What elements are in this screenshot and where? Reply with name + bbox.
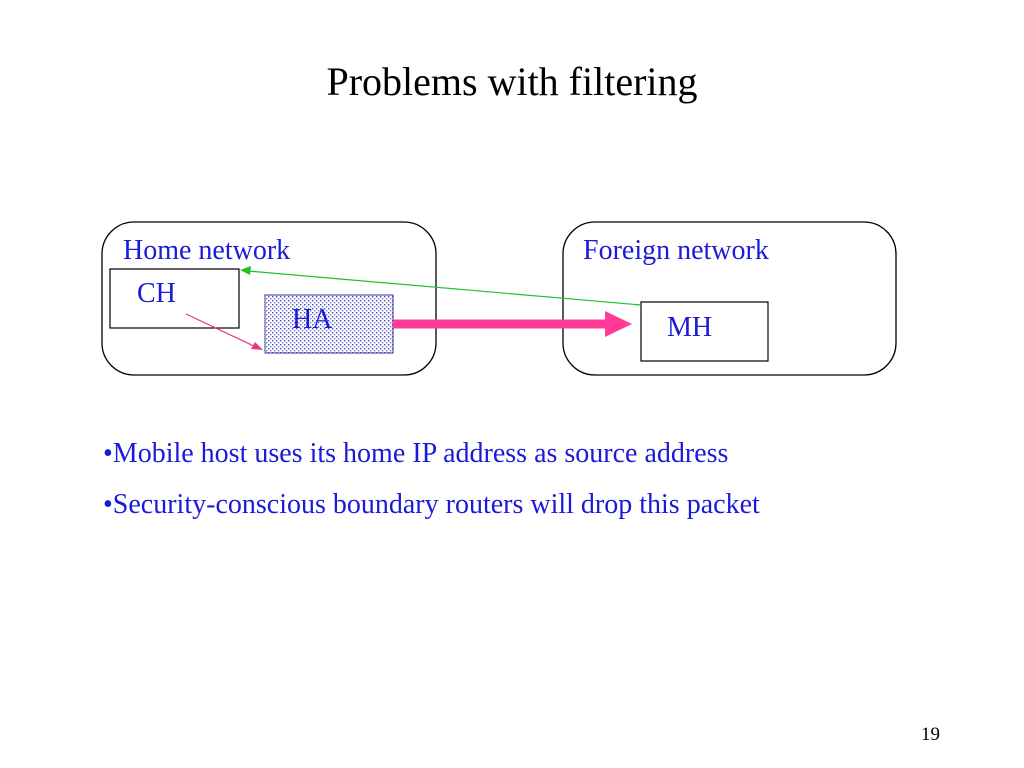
ch-node — [109, 268, 240, 329]
foreign-network-label: Foreign network — [583, 235, 769, 266]
ha-node-label: HA — [292, 304, 333, 335]
bullet-list: •Mobile host uses its home IP address as… — [103, 428, 983, 530]
page-number: 19 — [921, 724, 940, 745]
home-network-label: Home network — [123, 235, 290, 266]
bullet-item-1: •Mobile host uses its home IP address as… — [103, 438, 729, 469]
mh-to-ch-arrow — [247, 270, 642, 306]
ch-to-ha-arrow-head — [251, 342, 263, 350]
mh-node — [640, 301, 769, 362]
ch-to-ha-arrow — [185, 313, 257, 348]
ch-node-label: CH — [137, 278, 176, 309]
mh-to-ch-arrow-head — [240, 266, 251, 275]
mh-node-label: MH — [667, 312, 712, 343]
tunnel-arrow-head — [605, 311, 632, 337]
bullet-item-2: •Security-conscious boundary routers wil… — [103, 489, 760, 520]
home-network-boundary — [101, 221, 437, 376]
slide-title: Problems with filtering — [326, 59, 698, 104]
